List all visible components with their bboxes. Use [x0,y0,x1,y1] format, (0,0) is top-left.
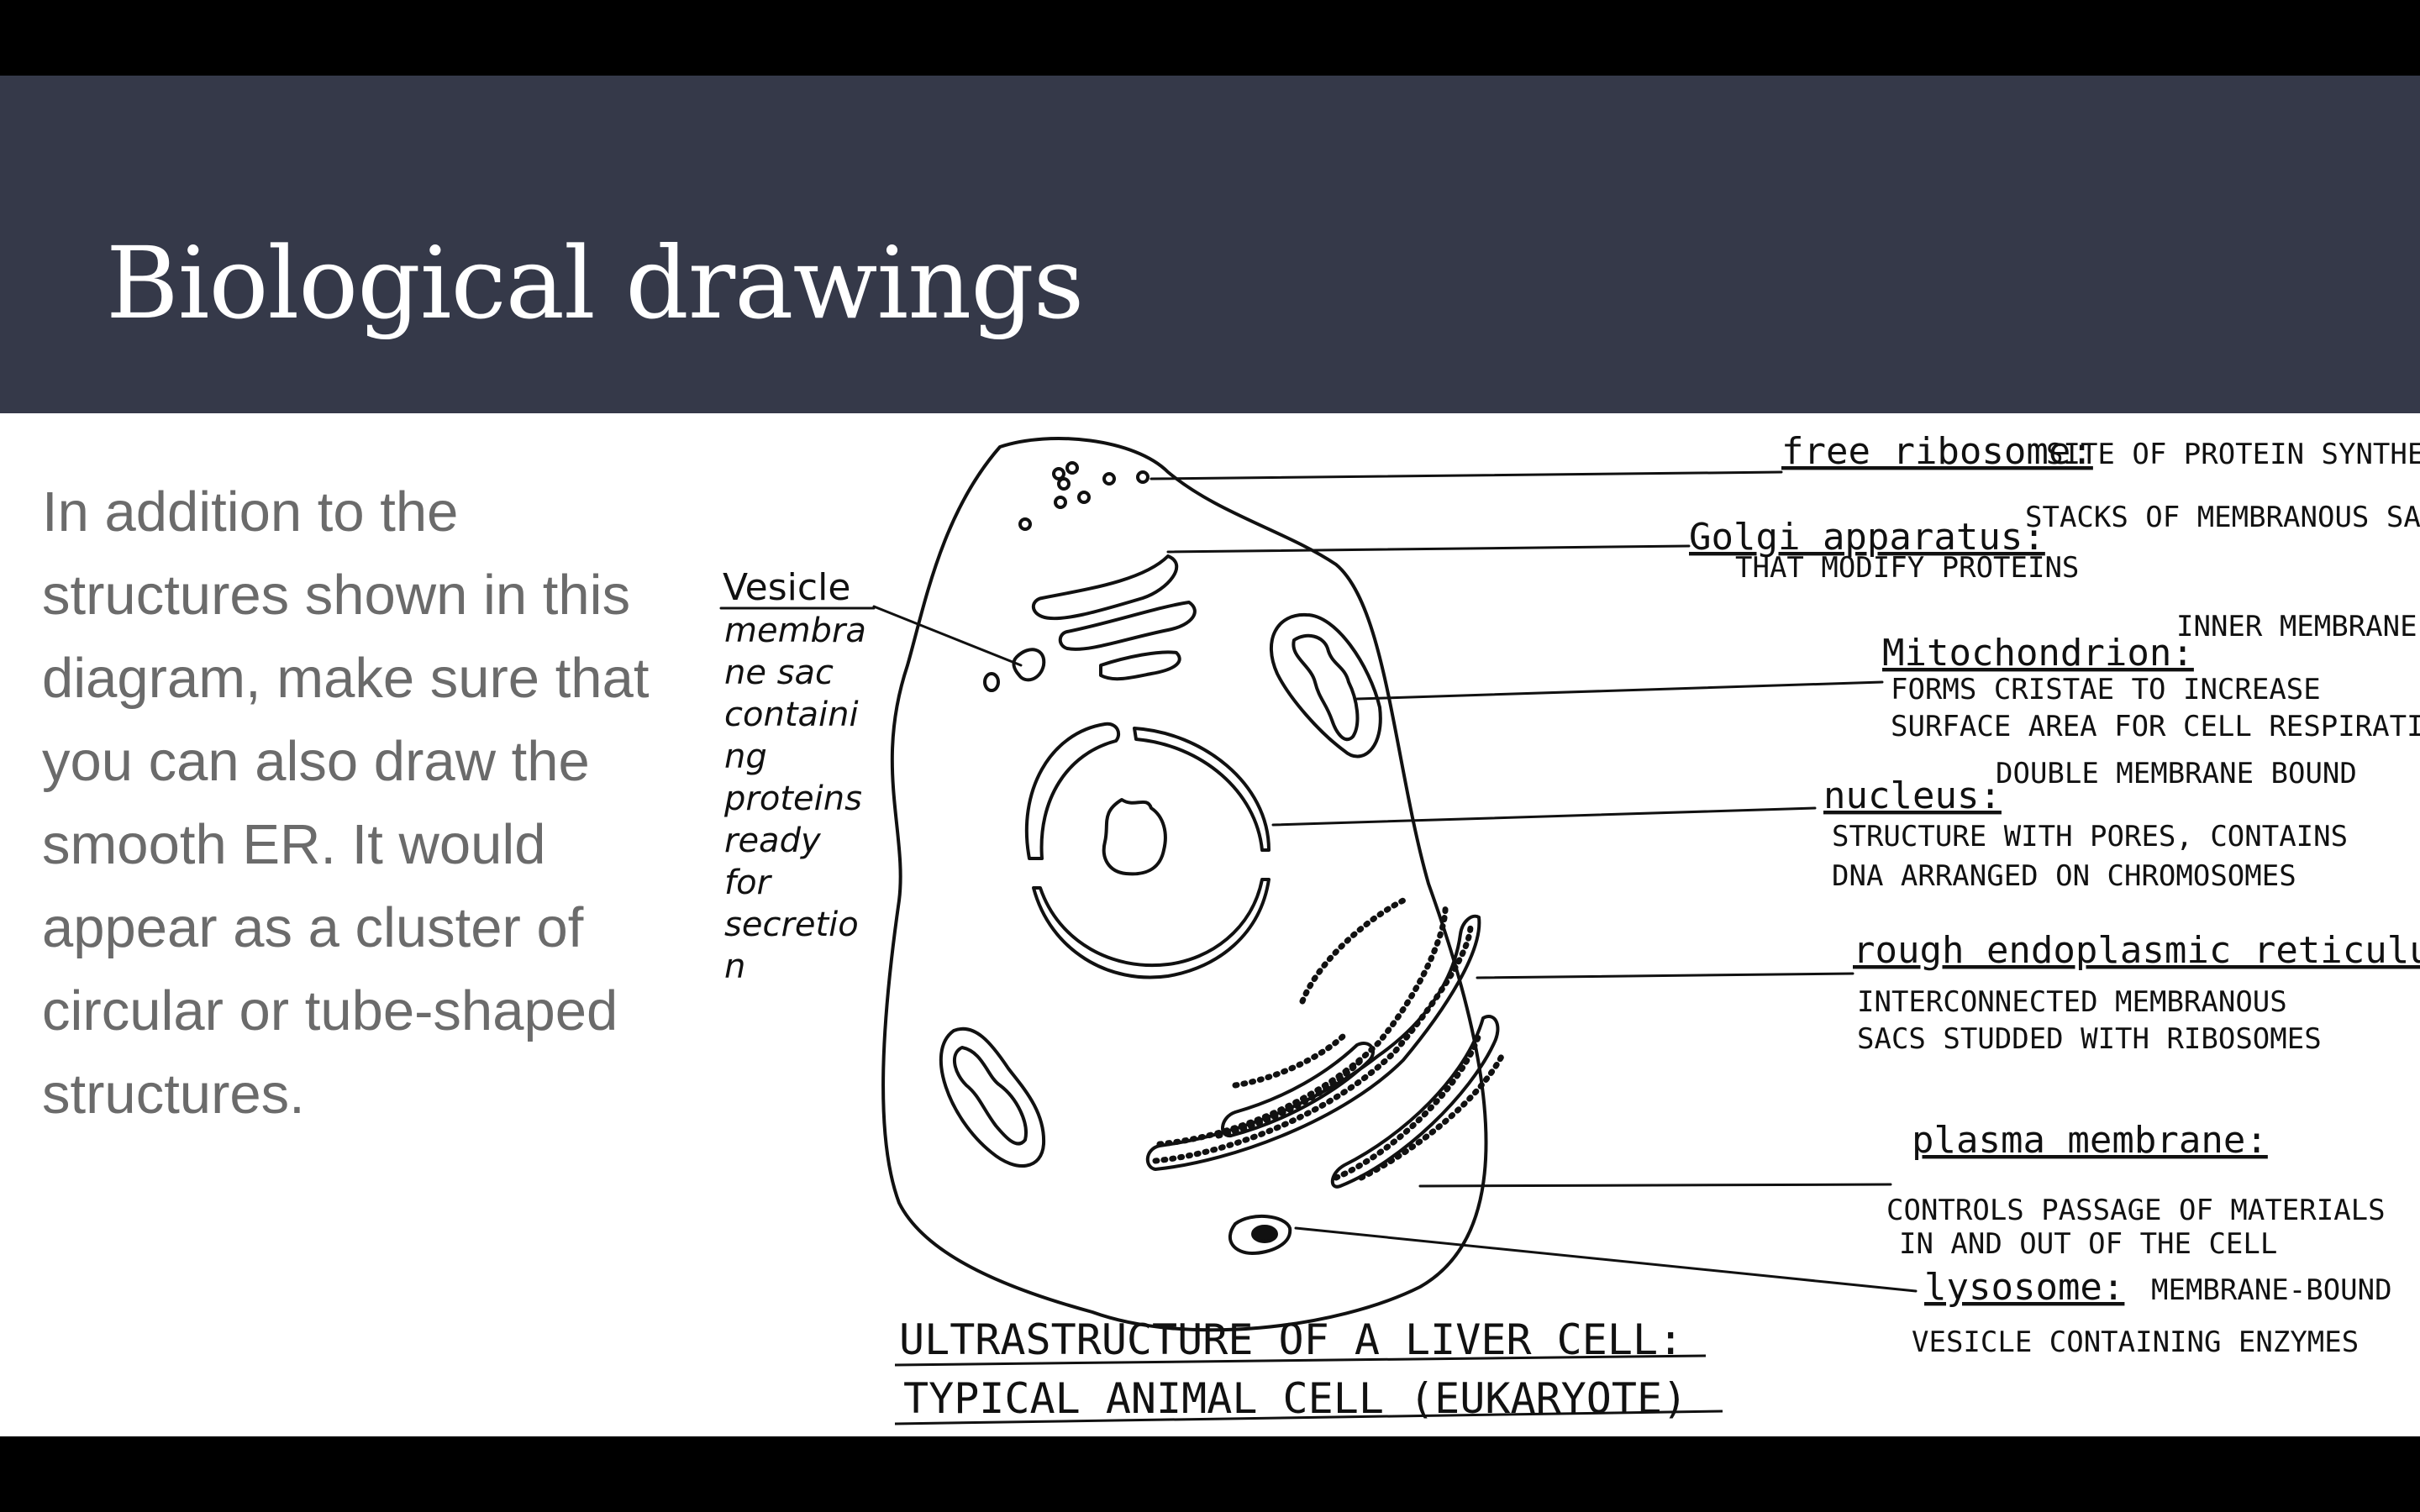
vesicle-desc-line: n [724,948,745,986]
rough-er-cisterna-1 [1145,914,1481,1171]
label-name: lysosome: [1924,1266,2124,1309]
label-name: free ribosome: [1781,430,2093,473]
label-name: plasma membrane: [1912,1119,2268,1162]
label-desc-line: STRUCTURE WITH PORES, CONTAINS [1832,820,2348,853]
label-plasma-membrane: plasma membrane: CONTROLS PASSAGE OF MAT… [1886,1119,2386,1261]
cell-diagram: Vesicle membra ne sac containi ng protei… [697,413,2420,1436]
label-desc-line: INNER MEMBRANE [2176,610,2417,643]
title-bar: Biological drawings [0,76,2420,413]
vesicle-shape [983,648,1046,692]
vesicle-desc-line: membra [724,612,866,650]
mitochondrion-lower-shape [939,1026,1046,1168]
nucleus-shape [1024,722,1270,979]
label-desc-line: SACS STUDDED WITH RIBOSOMES [1857,1022,2322,1056]
slide: Biological drawings In addition to the s… [0,76,2420,1436]
free-ribosomes-shape [1018,461,1150,531]
label-golgi-apparatus: Golgi apparatus: STACKS OF MEMBRANOUS SA… [1689,501,2420,585]
vesicle-desc-line: containi [724,696,859,734]
label-free-ribosome: free ribosome: SITE OF PROTEIN SYNTHESIS [1781,430,2420,473]
label-desc-line: MEMBRANE-BOUND [2151,1273,2392,1307]
vesicle-desc-line: proteins [723,780,862,818]
vesicle-desc-line: secretio [724,906,859,944]
vesicle-desc-line: ready [724,822,822,860]
label-desc-line: IN AND OUT OF THE CELL [1899,1227,2277,1261]
label-nucleus: nucleus: DOUBLE MEMBRANE BOUND STRUCTURE… [1823,757,2357,893]
label-lysosome: lysosome: MEMBRANE-BOUND VESICLE CONTAIN… [1912,1266,2392,1359]
label-desc-line: DNA ARRANGED ON CHROMOSOMES [1832,859,2296,893]
slide-title: Biological drawings [106,225,1084,341]
label-rough-er: rough endoplasmic reticulum: INTERCONNEC… [1853,929,2420,1056]
caption-line: ULTRASTRUCTURE OF A LIVER CELL: [899,1315,1683,1364]
leader-lines [719,470,1918,1293]
vesicle-desc-line: ng [724,738,767,776]
vesicle-desc-line: for [724,864,773,902]
lysosome-shape [1228,1214,1292,1255]
letterbox-top [0,0,2420,76]
label-name: Mitochondrion: [1882,632,2194,675]
label-desc-line: INTERCONNECTED MEMBRANOUS [1857,985,2287,1019]
label-desc-line: CONTROLS PASSAGE OF MATERIALS [1886,1194,2386,1227]
rough-er-cisterna-3 [1221,1042,1375,1137]
label-desc-line: SITE OF PROTEIN SYNTHESIS [2046,438,2420,471]
caption-line: TYPICAL ANIMAL CELL (EUKARYOTE) [903,1374,1687,1423]
label-desc-line: STACKS OF MEMBRANOUS SACS [2025,501,2420,534]
label-desc-line: FORMS CRISTAE TO INCREASE [1891,673,2321,706]
cell-drawing: Vesicle membra ne sac containi ng protei… [719,430,2420,1425]
diagram-caption: ULTRASTRUCTURE OF A LIVER CELL: TYPICAL … [894,1315,1723,1425]
label-desc-line: THAT MODIFY PROTEINS [1735,551,2079,585]
slide-body-text: In addition to the structures shown in t… [42,480,650,1126]
label-desc-line: DOUBLE MEMBRANE BOUND [1996,757,2357,790]
vesicle-label: Vesicle [723,566,850,609]
plasma-membrane-shape [881,437,1488,1332]
label-desc-line: VESICLE CONTAINING ENZYMES [1912,1326,2359,1359]
vesicle-description: membra ne sac containi ng proteins ready… [723,612,866,986]
letterbox-bottom [0,1436,2420,1512]
vesicle-desc-line: ne sac [724,654,834,692]
label-name: Golgi apparatus: [1689,516,2045,559]
label-name: nucleus: [1823,774,2002,817]
golgi-apparatus-shape [1031,554,1197,681]
label-desc-line: SURFACE AREA FOR CELL RESPIRATION [1891,710,2420,743]
mitochondrion-upper-shape [1269,612,1382,759]
rough-er-cisterna-2 [1330,1015,1500,1189]
label-name: rough endoplasmic reticulum: [1853,929,2420,972]
label-mitochondrion: Mitochondrion: INNER MEMBRANE FORMS CRIS… [1882,610,2420,743]
